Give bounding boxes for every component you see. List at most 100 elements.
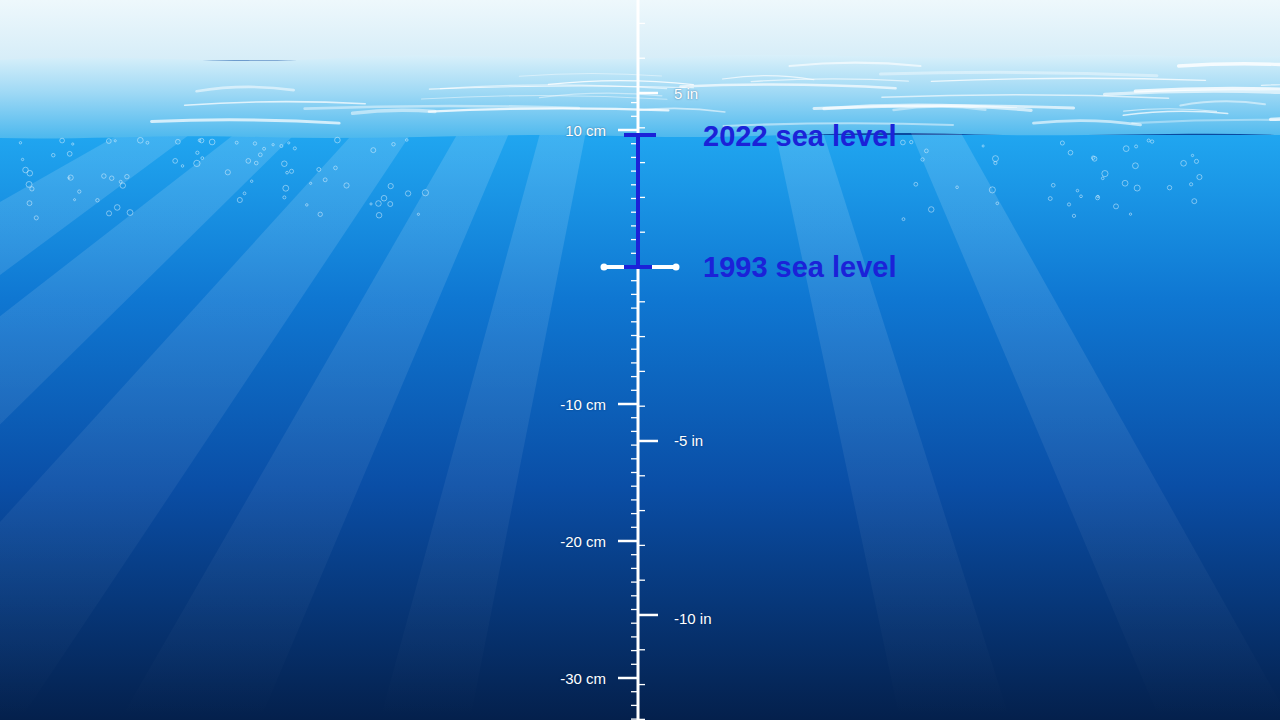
bubble — [137, 137, 143, 143]
bubble — [1080, 195, 1083, 198]
bubble — [1114, 204, 1119, 209]
bubble — [381, 195, 387, 201]
bubble — [30, 187, 34, 191]
marker-end — [601, 264, 608, 271]
wave-highlight — [519, 73, 661, 76]
bubble — [376, 212, 382, 218]
wave-highlight — [1261, 82, 1280, 86]
bubble — [388, 183, 393, 188]
bubble — [107, 211, 112, 216]
inch-label: -10 in — [674, 610, 712, 627]
inch-tick — [638, 127, 645, 128]
cm-tick — [631, 609, 638, 610]
inch-label: 5 in — [674, 85, 698, 102]
wave-highlight — [539, 93, 661, 97]
cm-tick — [618, 129, 638, 132]
inch-tick — [638, 58, 645, 59]
bubble — [1122, 180, 1128, 186]
bubble — [1181, 160, 1187, 166]
bubble — [323, 178, 327, 182]
cm-tick — [631, 595, 638, 596]
bubble — [72, 143, 74, 145]
inch-tick — [638, 23, 645, 24]
bubble — [196, 151, 199, 154]
bubble — [996, 202, 999, 205]
cm-tick — [631, 294, 638, 295]
baseline-marker — [604, 265, 676, 269]
wave-highlight — [722, 76, 814, 80]
cm-tick — [631, 664, 638, 665]
wave-highlight — [429, 108, 669, 111]
light-ray — [880, 60, 1280, 720]
bubble — [27, 201, 32, 206]
bubble — [67, 151, 72, 156]
bubble — [125, 174, 129, 178]
bubble — [243, 192, 246, 195]
bubble — [282, 161, 288, 167]
sea-level-label: 2022 sea level — [703, 120, 897, 153]
cm-tick — [631, 102, 638, 103]
wave-highlights — [152, 63, 1280, 126]
bubble — [928, 207, 934, 213]
light-ray — [380, 60, 600, 720]
cm-tick — [631, 280, 638, 281]
cm-tick — [631, 568, 638, 569]
cm-tick — [631, 513, 638, 514]
cm-tick — [631, 691, 638, 692]
bubble — [68, 175, 73, 180]
cm-label: -10 cm — [560, 396, 606, 413]
bubble — [237, 197, 242, 202]
cm-label: 10 cm — [565, 122, 606, 139]
wave-highlight — [1132, 120, 1280, 125]
light-rays — [0, 60, 1280, 720]
bubble — [120, 183, 125, 188]
bubble — [376, 201, 382, 207]
inch-tick — [638, 92, 658, 95]
wave-highlight — [353, 110, 435, 113]
bubble — [417, 213, 419, 215]
bubble — [334, 166, 338, 170]
bubble — [181, 165, 184, 168]
wave-highlight — [1271, 116, 1280, 120]
cm-label: -20 cm — [560, 533, 606, 550]
wave-highlight — [1033, 121, 1140, 125]
bubble — [114, 205, 120, 211]
cm-tick — [631, 335, 638, 336]
bubble — [982, 145, 984, 147]
bubble — [235, 141, 238, 144]
bubble — [60, 138, 65, 143]
cm-tick — [631, 362, 638, 363]
bubble — [127, 210, 133, 216]
cm-tick — [618, 540, 638, 543]
ruler — [601, 0, 680, 720]
bubble — [1134, 185, 1140, 191]
bubble — [23, 167, 29, 173]
bubble — [1189, 183, 1192, 186]
bubble — [74, 199, 76, 201]
bubble — [902, 218, 905, 221]
inch-tick — [638, 371, 645, 372]
bubble — [293, 147, 296, 150]
bubble — [1051, 183, 1055, 187]
bubble — [119, 180, 122, 183]
bubble — [1067, 203, 1070, 206]
bubble — [1191, 154, 1193, 156]
bubble — [51, 153, 55, 157]
bubble — [201, 157, 204, 160]
cm-tick — [631, 116, 638, 117]
bubble — [283, 196, 286, 199]
inch-tick — [638, 614, 658, 617]
cm-tick — [631, 390, 638, 391]
rise-bar — [636, 135, 640, 267]
bubble — [992, 156, 998, 162]
bubble — [921, 158, 924, 161]
inch-tick — [638, 545, 645, 546]
bubble — [1123, 146, 1129, 152]
level-cap — [624, 133, 656, 137]
bubble — [254, 161, 258, 165]
cm-tick — [631, 705, 638, 706]
bubble — [109, 176, 113, 180]
bubble — [175, 139, 180, 144]
inch-label: -5 in — [674, 432, 703, 449]
